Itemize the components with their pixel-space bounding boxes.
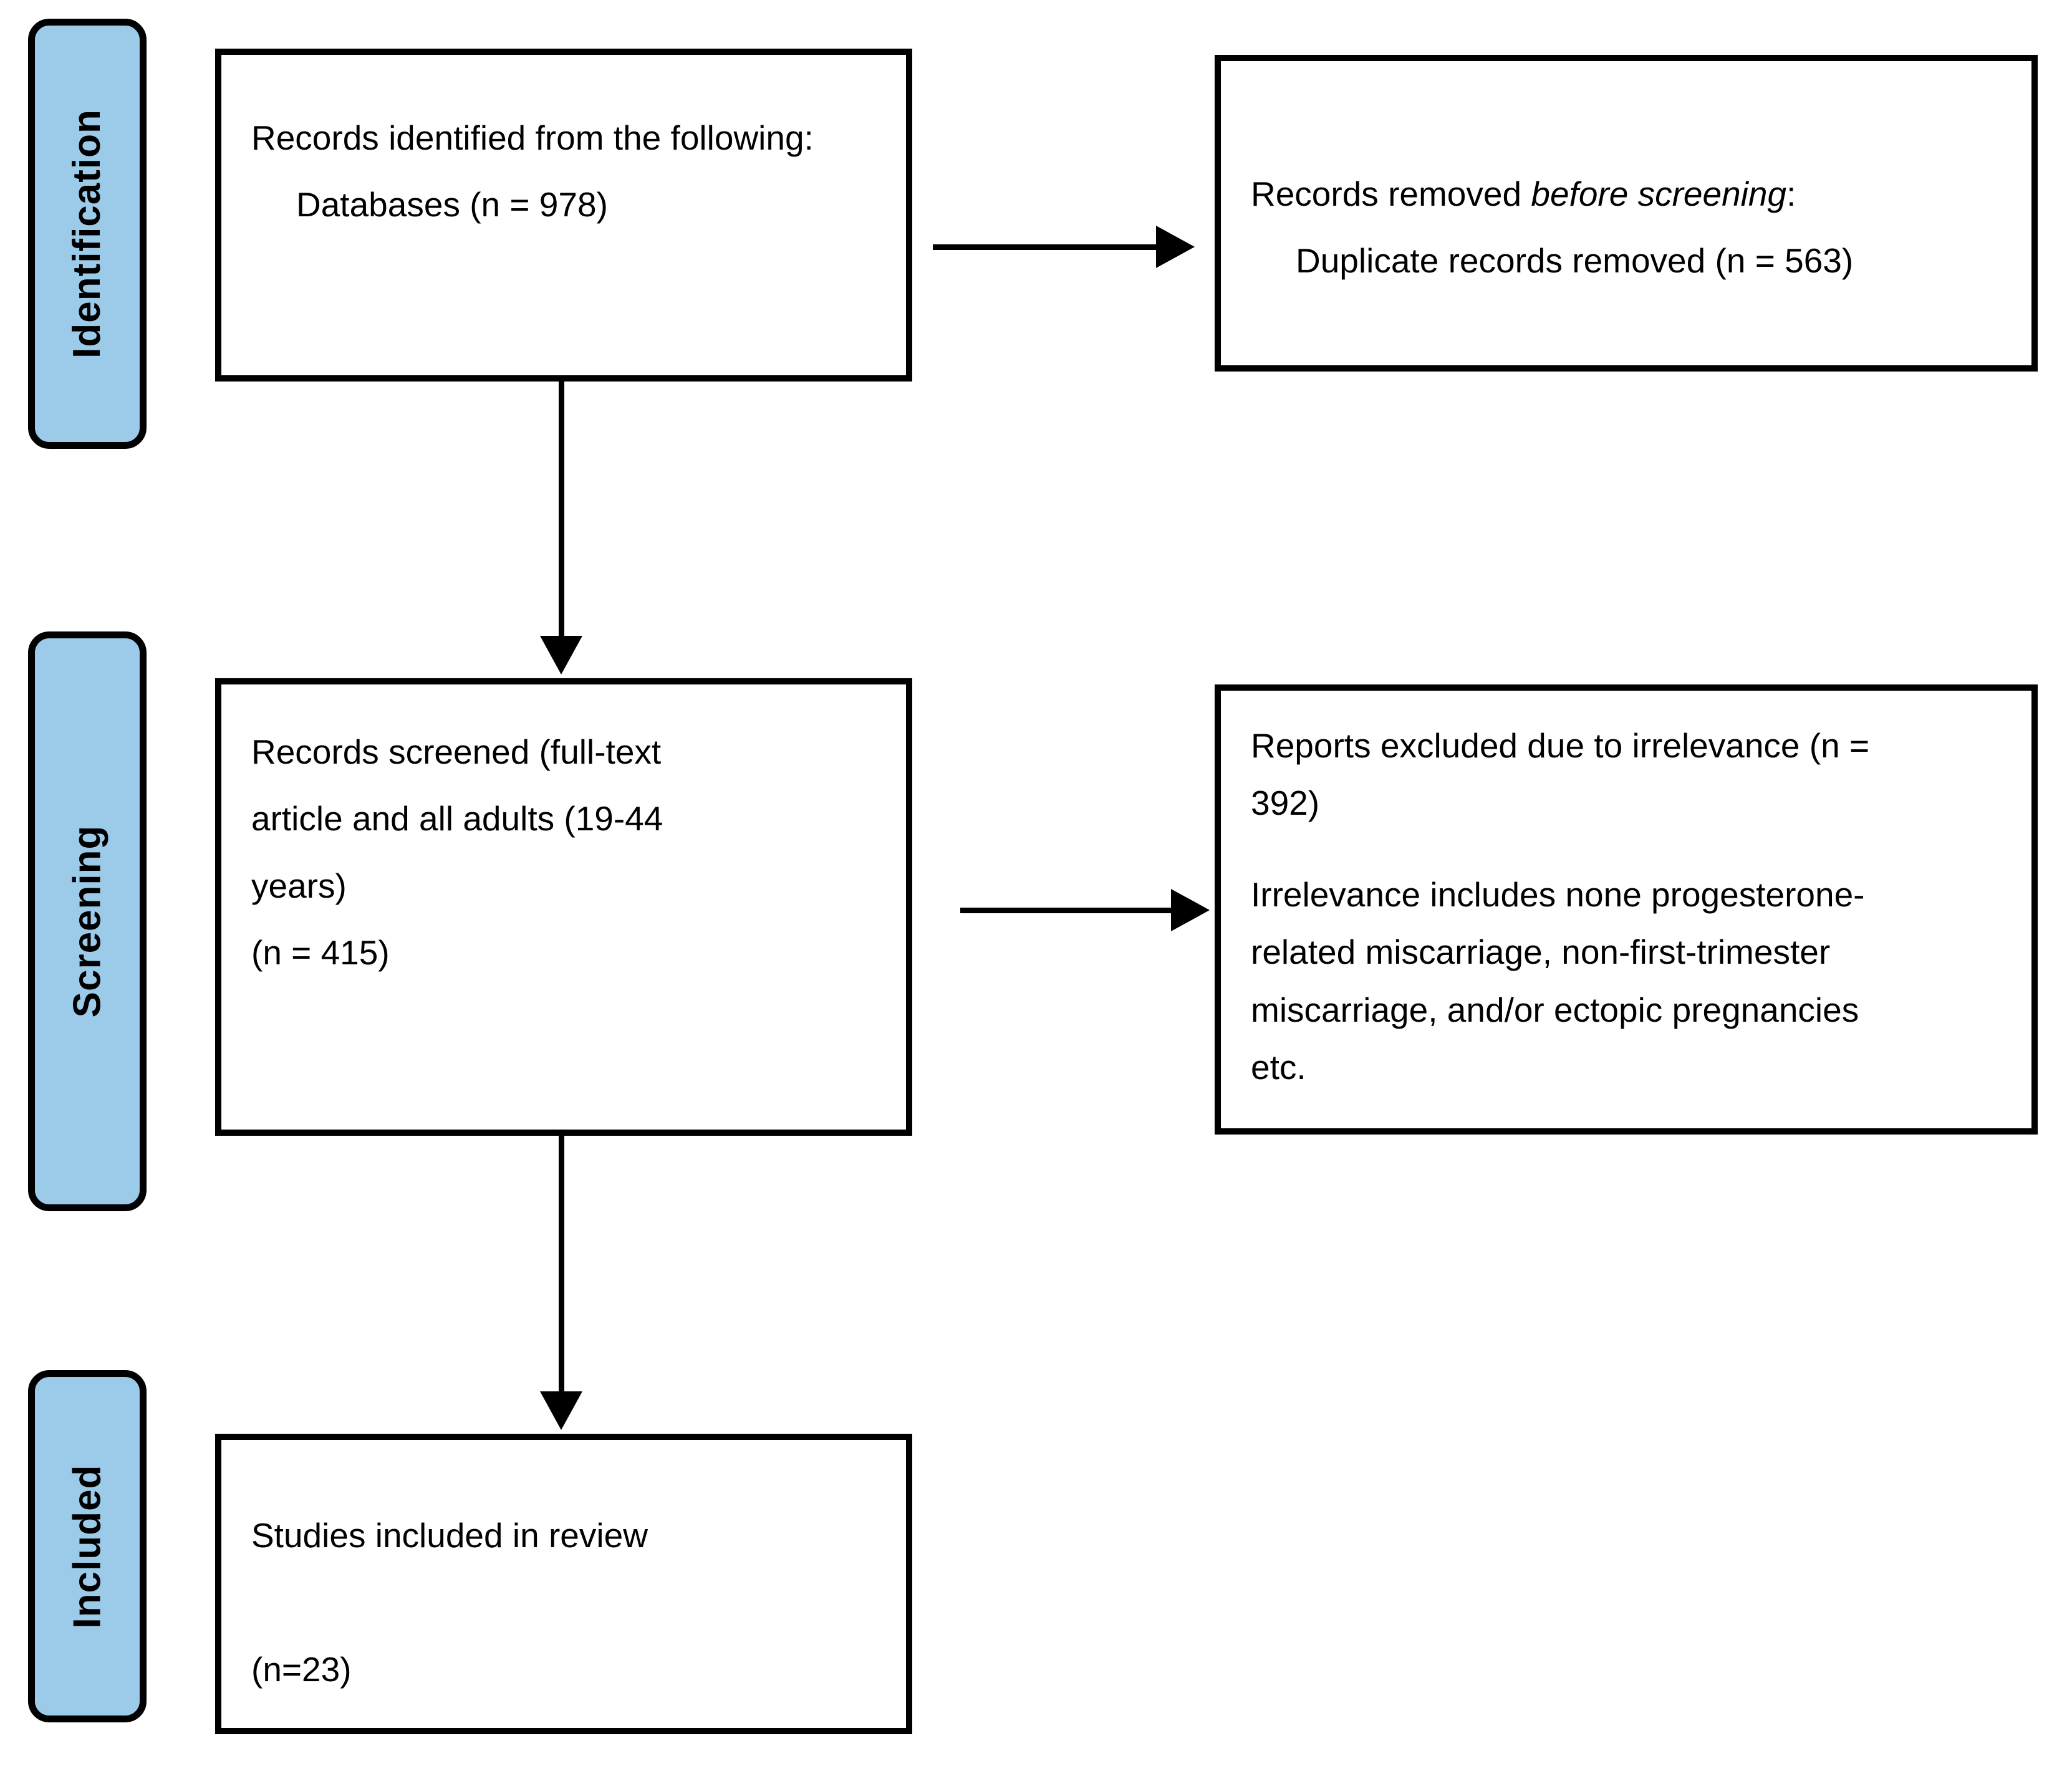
arrow-shaft [933, 244, 1157, 250]
box-studies-included-text: Studies included in review (n=23) [251, 1502, 895, 1703]
paragraph-gap [1251, 832, 2017, 866]
reports-excluded-line-1: Reports excluded due to irrelevance (n = [1251, 726, 1870, 765]
box-records-screened-text: Records screened (full-text article and … [251, 719, 895, 986]
records-removed-heading-colon: : [1786, 175, 1796, 213]
stage-tab-identification: Identification [28, 19, 147, 449]
box-records-identified: Records identified from the following: D… [215, 49, 912, 382]
records-removed-heading-plain: Records removed [1251, 175, 1531, 213]
box-records-screened: Records screened (full-text article and … [215, 678, 912, 1136]
arrow-shaft [559, 1136, 564, 1393]
records-identified-databases-count: Databases (n = 978) [296, 185, 608, 224]
stage-tab-identification-label: Identification [65, 109, 108, 358]
records-screened-line-2: article and all adults (19-44 [251, 799, 663, 838]
stage-tab-screening-label: Screening [65, 825, 108, 1018]
irrelevance-detail-line-3: miscarriage, and/or ectopic pregnancies [1251, 990, 1859, 1029]
arrow-head [540, 1391, 582, 1430]
studies-included-count: (n=23) [251, 1649, 352, 1689]
arrow-shaft [559, 382, 564, 637]
records-screened-line-3: years) [251, 866, 347, 905]
irrelevance-detail-line-4: etc. [1251, 1047, 1306, 1087]
box-reports-excluded: Reports excluded due to irrelevance (n =… [1215, 684, 2038, 1135]
irrelevance-detail-line-2: related miscarriage, non-first-trimester [1251, 933, 1831, 972]
duplicate-records-removed-count: Duplicate records removed (n = 563) [1296, 241, 1854, 281]
reports-excluded-count: 392) [1251, 784, 1320, 823]
records-removed-heading: Records removed before screening: [1251, 175, 1796, 213]
stage-tab-screening: Screening [28, 631, 147, 1211]
arrow-head [1156, 226, 1195, 268]
arrow-head [1171, 889, 1210, 931]
records-removed-heading-italic: before screening [1531, 175, 1787, 213]
box-records-removed-before-screening: Records removed before screening: Duplic… [1215, 55, 2038, 372]
box-records-identified-text: Records identified from the following: D… [251, 105, 894, 239]
box-reports-excluded-text: Reports excluded due to irrelevance (n =… [1251, 717, 2017, 1096]
box-records-removed-text: Records removed before screening: Duplic… [1251, 161, 2020, 295]
studies-included-heading: Studies included in review [251, 1516, 648, 1555]
box-studies-included: Studies included in review (n=23) [215, 1434, 912, 1734]
irrelevance-detail-line-1: Irrelevance includes none progesterone- [1251, 875, 1865, 914]
arrow-shaft [960, 908, 1172, 913]
records-screened-count: (n = 415) [251, 933, 390, 972]
stage-tab-included-label: Included [65, 1464, 108, 1628]
records-identified-heading: Records identified from the following: [251, 118, 814, 157]
records-screened-line-1: Records screened (full-text [251, 732, 662, 771]
stage-tab-included: Included [28, 1370, 147, 1722]
arrow-head [540, 636, 582, 674]
